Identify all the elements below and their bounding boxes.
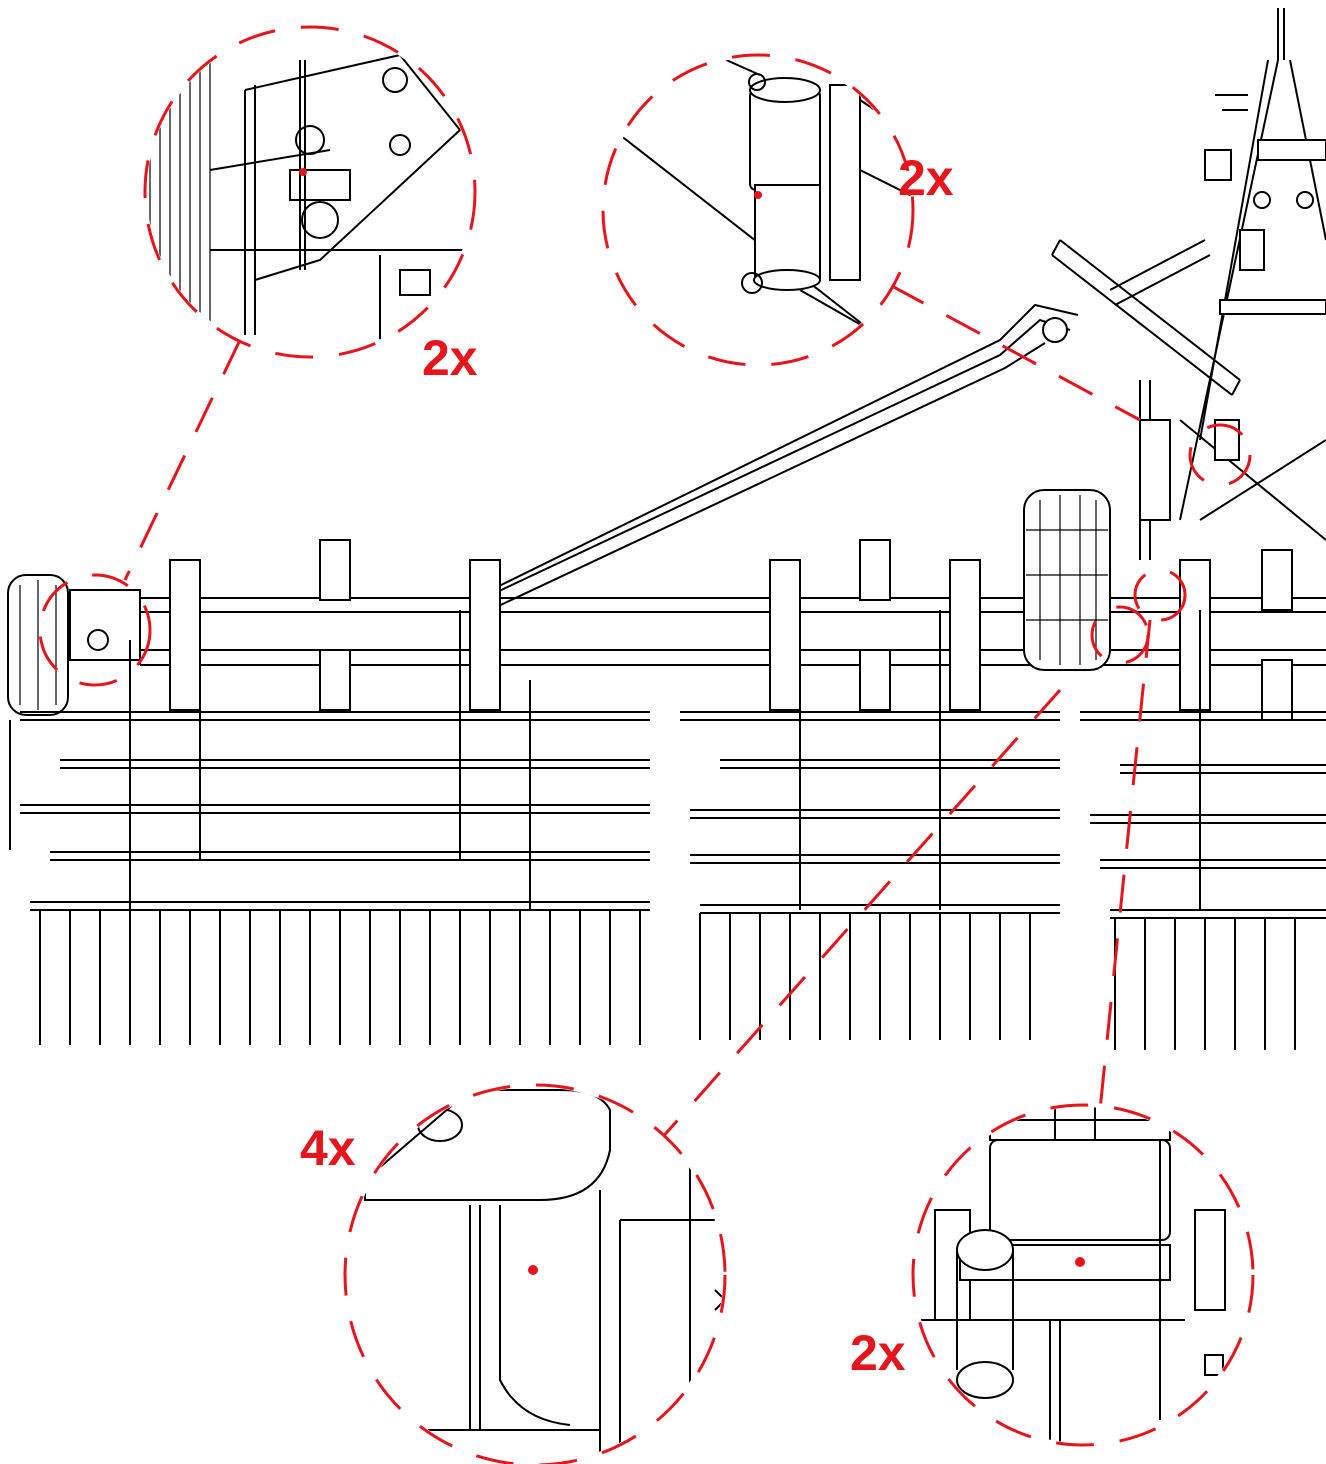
transport-wheels <box>7 489 1111 716</box>
callout-label: 2x <box>422 330 478 386</box>
hitch-frame <box>1179 8 1326 541</box>
tine-rows <box>9 610 1326 1050</box>
cultivator-machine-drawing <box>7 8 1326 1050</box>
cross-beam <box>1051 239 1241 396</box>
detail-bottom-center: 4x <box>300 1083 727 1464</box>
grease-point-icon <box>1075 1257 1085 1267</box>
toolbar-brackets <box>69 539 1293 721</box>
detail-top-center: 2x <box>601 53 954 367</box>
drawbar-arm <box>479 303 1171 611</box>
target-markers <box>38 423 1252 687</box>
callout-label: 4x <box>300 1120 356 1176</box>
grease-point-icon <box>528 1265 538 1275</box>
callout-label: 2x <box>850 1325 906 1381</box>
grease-point-icon <box>754 191 762 199</box>
callout-label: 2x <box>898 150 954 206</box>
leader-lines <box>123 283 1152 1141</box>
grease-point-icon <box>299 168 307 176</box>
detail-top-left: 2x <box>143 25 478 386</box>
detail-bottom-right: 2x <box>850 1103 1255 1447</box>
